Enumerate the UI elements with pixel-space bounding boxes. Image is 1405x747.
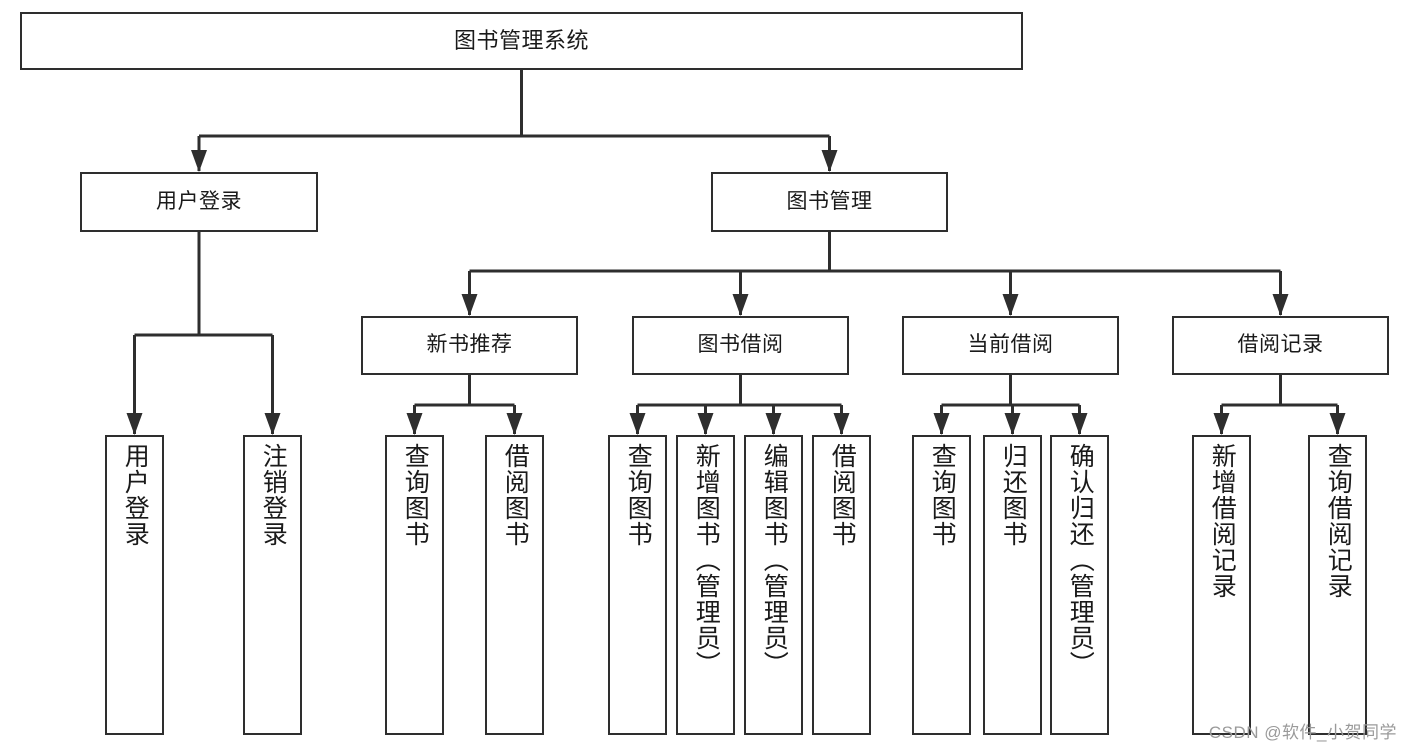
node-label: 图书管理 [786,189,873,213]
node-label: 查询借阅记录 [1324,443,1353,599]
node-label: 借阅记录 [1237,333,1324,357]
node-label: 新增图书（管理员） [692,443,721,677]
node-root[interactable]: 图书管理系统 [20,12,1023,70]
node-current-borrow[interactable]: 当前借阅 [902,316,1119,375]
node-label: 注销登录 [259,443,288,547]
node-label: 查询图书 [624,443,653,547]
node-label: 图书借阅 [697,333,784,357]
node-leaf-rec-borrow[interactable]: 借阅图书 [485,435,544,735]
node-borrow-record[interactable]: 借阅记录 [1172,316,1389,375]
watermark: CSDN @软件_小贺同学 [1208,723,1397,742]
node-leaf-borrow-lend[interactable]: 借阅图书 [812,435,871,735]
node-label: 借阅图书 [828,443,857,547]
node-leaf-user-login[interactable]: 用户登录 [105,435,164,735]
node-label: 图书管理系统 [453,28,589,54]
node-leaf-rec-query[interactable]: 查询图书 [385,435,444,735]
node-label: 用户登录 [156,189,242,213]
node-book-borrow[interactable]: 图书借阅 [632,316,849,375]
node-leaf-rec-add[interactable]: 新增借阅记录 [1192,435,1251,735]
node-leaf-cur-query[interactable]: 查询图书 [912,435,971,735]
node-leaf-user-logout[interactable]: 注销登录 [243,435,302,735]
node-user-login[interactable]: 用户登录 [80,172,318,232]
node-book-manage[interactable]: 图书管理 [711,172,948,232]
node-leaf-cur-return[interactable]: 归还图书 [983,435,1042,735]
node-label: 编辑图书（管理员） [760,443,789,677]
node-leaf-borrow-edit[interactable]: 编辑图书（管理员） [744,435,803,735]
node-leaf-rec-search[interactable]: 查询借阅记录 [1308,435,1367,735]
node-new-book-rec[interactable]: 新书推荐 [361,316,578,375]
node-label: 用户登录 [121,443,150,547]
node-label: 查询图书 [401,443,430,547]
node-label: 借阅图书 [501,443,530,547]
node-label: 当前借阅 [967,333,1054,357]
node-leaf-borrow-add[interactable]: 新增图书（管理员） [676,435,735,735]
node-leaf-cur-confirm[interactable]: 确认归还（管理员） [1050,435,1109,735]
node-label: 归还图书 [999,443,1028,547]
node-label: 新增借阅记录 [1208,443,1237,599]
node-label: 新书推荐 [426,333,513,357]
node-label: 查询图书 [928,443,957,547]
node-leaf-borrow-query[interactable]: 查询图书 [608,435,667,735]
node-label: 确认归还（管理员） [1066,443,1095,677]
